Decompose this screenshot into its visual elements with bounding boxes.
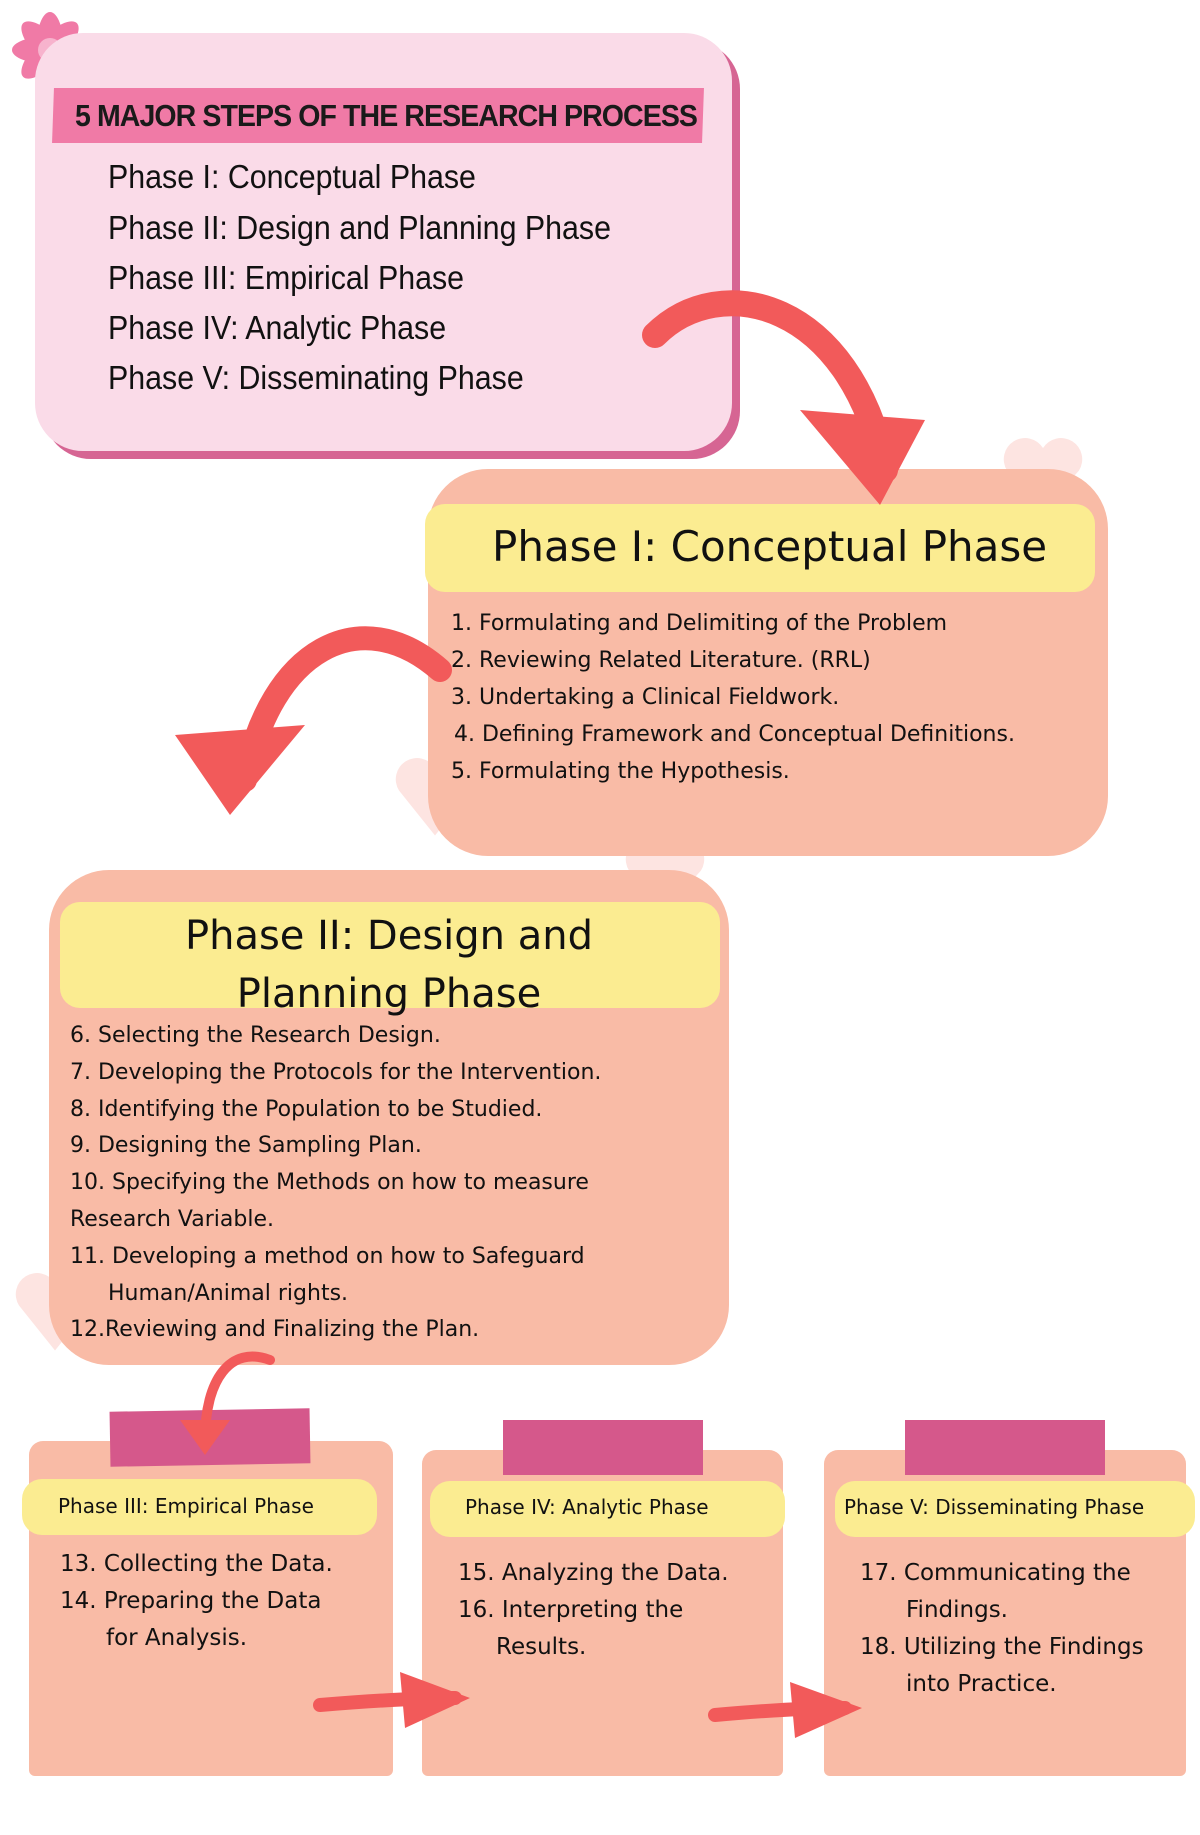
phase1-item: 5. Formulating the Hypothesis. xyxy=(451,759,790,784)
phase2-item: 12.Reviewing and Finalizing the Plan. xyxy=(70,1317,480,1343)
phase2-title-line: Planning Phase xyxy=(236,971,542,1017)
phase5-highlight xyxy=(835,1481,1195,1537)
phase1-item: 1. Formulating and Delimiting of the Pro… xyxy=(451,611,948,636)
phase3-item: for Analysis. xyxy=(106,1625,248,1651)
phase2-item: Human/Animal rights. xyxy=(108,1280,349,1306)
phase2-item: 7. Developing the Protocols for the Inte… xyxy=(70,1059,602,1085)
phase4-title: Phase IV: Analytic Phase xyxy=(465,1495,709,1519)
phase3-title: Phase III: Empirical Phase xyxy=(58,1494,314,1518)
phase1-item: 2. Reviewing Related Literature. (RRL) xyxy=(451,648,871,673)
phase5-title: Phase V: Disseminating Phase xyxy=(844,1495,1145,1519)
phase3-highlight xyxy=(22,1479,377,1535)
phase3-item: 13. Collecting the Data. xyxy=(60,1551,333,1577)
phase4-highlight xyxy=(430,1481,785,1537)
phase1-item: 3. Undertaking a Clinical Fieldwork. xyxy=(451,685,840,710)
overview-phase: Phase I: Conceptual Phase xyxy=(108,158,476,195)
phase3-item: 14. Preparing the Data xyxy=(60,1588,322,1614)
phase2-item: 8. Identifying the Population to be Stud… xyxy=(70,1096,543,1122)
phase2-highlight xyxy=(60,902,720,1008)
overview-title: 5 MAJOR STEPS OF THE RESEARCH PROCESS xyxy=(75,98,698,133)
phase1-highlight xyxy=(425,504,1095,592)
overview-phase: Phase II: Design and Planning Phase xyxy=(108,209,611,246)
phase3-list: 13. Collecting the Data. 14. Preparing t… xyxy=(60,1546,333,1657)
phase5-item: 17. Communicating the xyxy=(860,1560,1131,1586)
phase2-item: 11. Developing a method on how to Safegu… xyxy=(70,1243,585,1269)
tape xyxy=(905,1420,1105,1475)
phase2-item: Research Variable. xyxy=(70,1206,274,1232)
phase1-title: Phase I: Conceptual Phase xyxy=(492,522,1048,571)
phase2-list: 6. Selecting the Research Design. 7. Dev… xyxy=(70,1018,601,1349)
tape xyxy=(503,1420,703,1475)
arrow-head-icon xyxy=(175,725,305,815)
phase2-item: 6. Selecting the Research Design. xyxy=(70,1023,441,1048)
phase2-item: 9. Designing the Sampling Plan. xyxy=(70,1133,422,1159)
overview-phase: Phase IV: Analytic Phase xyxy=(108,309,447,346)
phase5-item: Findings. xyxy=(906,1597,1008,1623)
phase5-item: 18. Utilizing the Findings xyxy=(860,1634,1144,1660)
phase5-item: into Practice. xyxy=(906,1671,1057,1697)
overview-phase: Phase V: Disseminating Phase xyxy=(108,359,524,396)
phase4-item: 16. Interpreting the xyxy=(458,1597,684,1623)
phase4-item: Results. xyxy=(496,1634,587,1660)
phase4-item: 15. Analyzing the Data. xyxy=(458,1560,729,1586)
phase4-list: 15. Analyzing the Data. 16. Interpreting… xyxy=(458,1555,729,1666)
overview-phase: Phase III: Empirical Phase xyxy=(108,259,465,296)
phase1-item: 4. Defining Framework and Conceptual Def… xyxy=(454,722,1015,747)
phase5-list: 17. Communicating the Findings. 18. Util… xyxy=(860,1555,1144,1703)
tape xyxy=(109,1408,311,1467)
phase2-title-line: Phase II: Design and xyxy=(184,913,593,959)
phase2-item: 10. Specifying the Methods on how to mea… xyxy=(70,1170,589,1196)
